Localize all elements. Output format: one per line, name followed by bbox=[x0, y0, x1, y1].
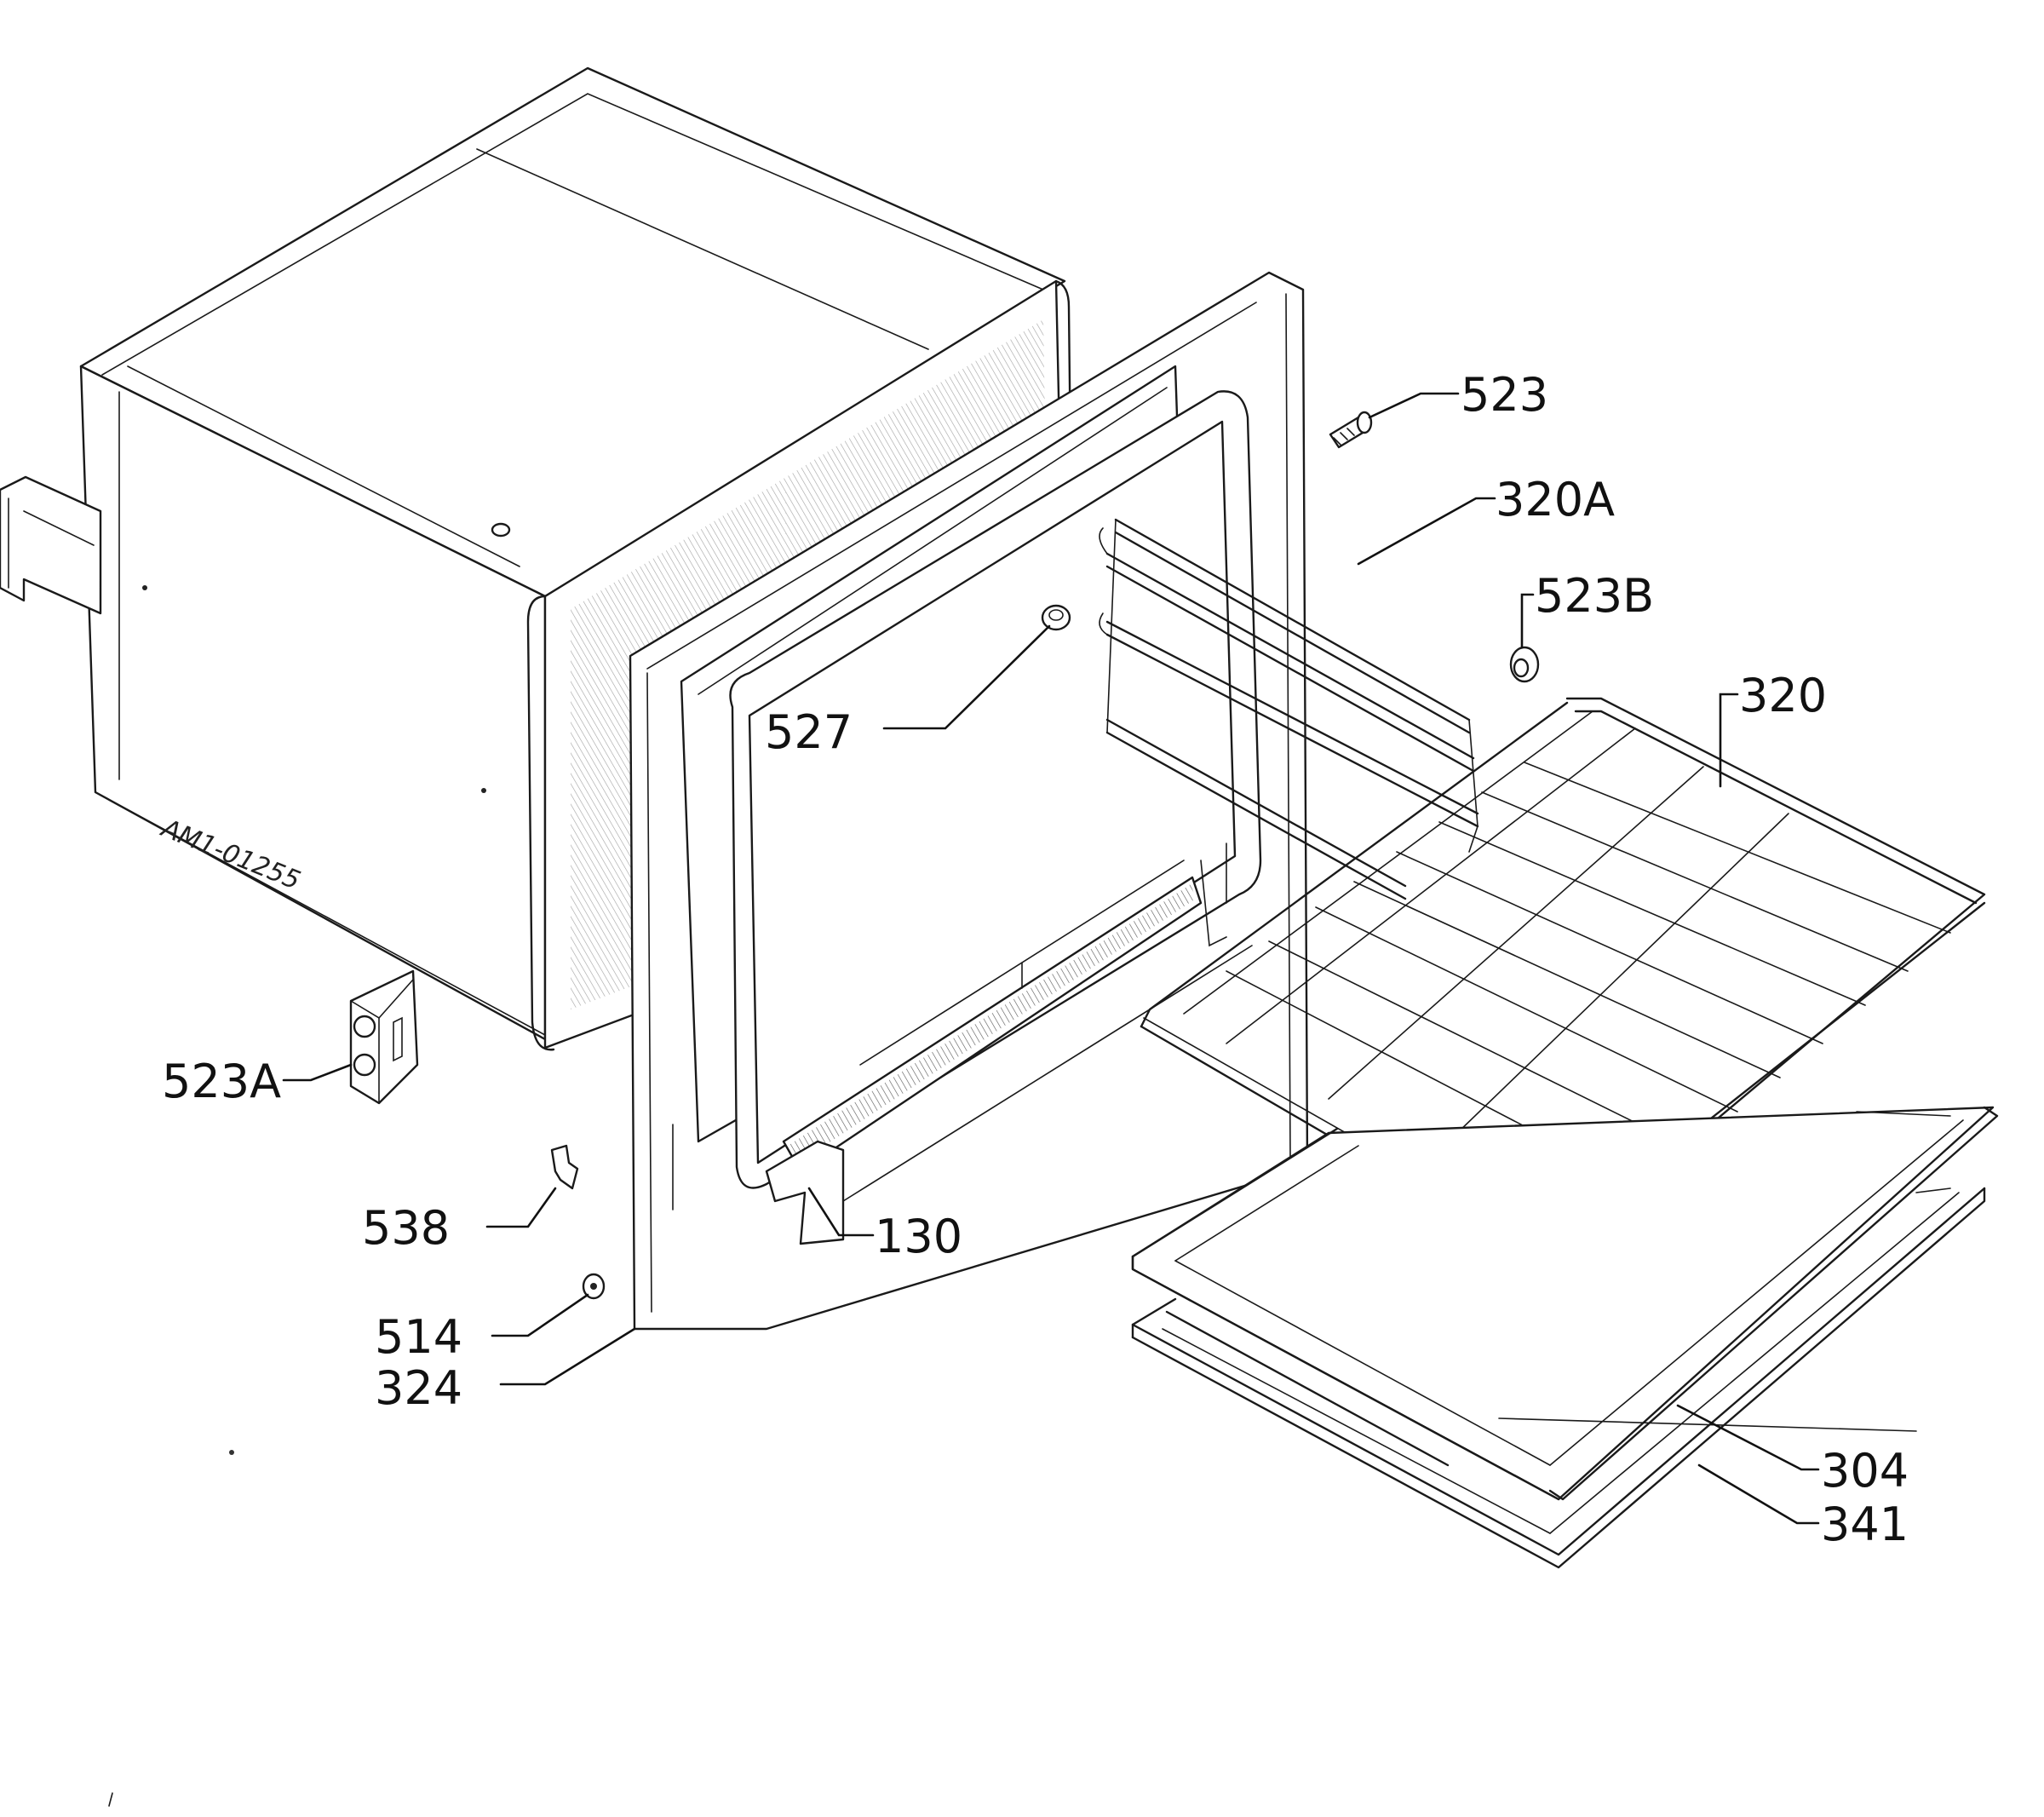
callout-341: 341 bbox=[1821, 1498, 1909, 1551]
callout-304: 304 bbox=[1821, 1444, 1909, 1498]
callout-320A: 320A bbox=[1496, 473, 1615, 526]
callout-523A: 523A bbox=[162, 1055, 281, 1108]
clip-538 bbox=[550, 1144, 579, 1190]
callout-labels: 523 320A 523B 320 527 523A 538 130 514 3… bbox=[162, 368, 1909, 1551]
drip-pan-341 bbox=[1131, 1187, 1986, 1569]
lamp-527 bbox=[1041, 604, 1071, 631]
callout-523: 523 bbox=[1461, 368, 1548, 422]
callout-527: 527 bbox=[765, 705, 853, 759]
callout-538: 538 bbox=[362, 1201, 450, 1255]
callout-514: 514 bbox=[375, 1310, 462, 1364]
callout-320: 320 bbox=[1739, 669, 1827, 722]
callout-523B: 523B bbox=[1535, 569, 1654, 623]
nut-514 bbox=[582, 1273, 606, 1300]
callout-130: 130 bbox=[875, 1210, 962, 1263]
baking-tray-304 bbox=[1131, 1106, 1999, 1501]
callout-324: 324 bbox=[375, 1361, 462, 1415]
hinge-bracket-523A bbox=[349, 969, 419, 1105]
front-frame-324 bbox=[629, 271, 1309, 1331]
screw-523 bbox=[1329, 411, 1373, 449]
leader-lines bbox=[282, 392, 1820, 1525]
grommet-523B bbox=[1509, 646, 1540, 683]
